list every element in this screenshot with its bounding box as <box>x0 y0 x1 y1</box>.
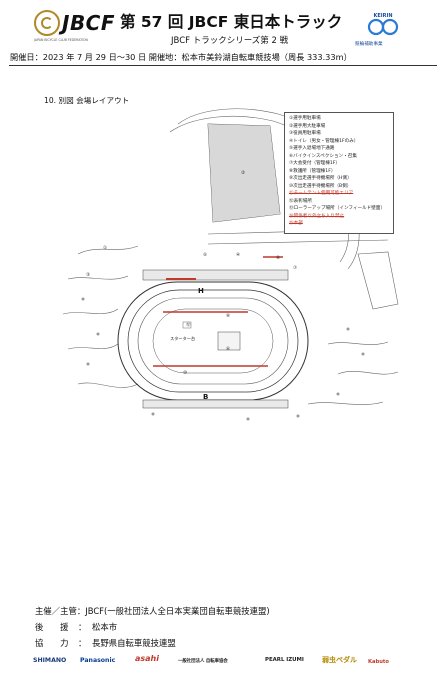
cooperation-colon: ： <box>78 638 87 648</box>
jbcf-logo-icon <box>34 10 60 36</box>
page-title: 第 57 回 JBCF 東日本トラック <box>120 13 343 31</box>
svg-text:⑫: ⑫ <box>186 321 191 328</box>
jbcf-logo-subtext: JAPAN BICYCLE CLUB FEDERATION <box>34 38 88 42</box>
legend-item: ②選手用大駐車場 <box>289 123 326 129</box>
legend-item: ⑪チームテント使用可能エリア <box>289 191 354 196</box>
cooperation-value: 長野県自転車競技連盟 <box>92 638 176 648</box>
map-legend: ①選手用駐車場 ②選手用大駐車場 ③役員用駐車場 ④トイレ（男女・管理棟1Fのみ… <box>284 112 394 234</box>
cooperation-label: 協 力 <box>35 638 69 648</box>
legend-item: ⑩次出走選手待機場所（B側） <box>289 183 352 189</box>
footer-organizer: 主催／主管：JBCF(一般社団法人全日本実業団自転車競技連盟) <box>35 605 270 617</box>
support-value: 松本市 <box>92 622 118 632</box>
keirin-logo-icon: KEIRIN <box>367 13 399 36</box>
svg-text:⑩: ⑩ <box>183 370 187 376</box>
svg-text:⑥: ⑥ <box>226 346 230 352</box>
organizer-value: JBCF(一般社団法人全日本実業団自転車競技連盟) <box>85 606 270 616</box>
sponsor-logo: asahi <box>135 654 159 663</box>
legend-item: ⑥バイクインスペクション・召集 <box>289 153 357 159</box>
sponsor-logo: Kabuto <box>368 659 389 665</box>
sponsor-logo: 一般社団法人 自転車協会 <box>178 659 228 664</box>
starter-platform-label: スターター台 <box>170 335 195 342</box>
sponsor-logo: PEARL IZUMI <box>265 657 304 663</box>
svg-text:⑧: ⑧ <box>276 255 280 261</box>
page-subtitle: JBCF トラックシリーズ第 2 戦 <box>171 36 289 46</box>
jbcf-logo-text: JBCF <box>62 11 116 35</box>
legend-item: ⑫表彰場所 <box>289 198 312 204</box>
legend-item: ⑬ローラーアップ場所（インフィールド壁面） <box>289 206 386 211</box>
legend-item: ①選手用駐車場 <box>289 116 321 121</box>
keirin-logo-text: KEIRIN <box>373 13 392 19</box>
legend-item: ⑧救護所（管理棟1F） <box>289 168 336 174</box>
back-straight-letter: B <box>203 393 208 401</box>
section-label: 10. 別図 会場レイアウト <box>44 96 130 105</box>
legend-item: ⑮本部 <box>289 221 303 226</box>
legend-item: ⑭関係者以外立ち入り禁止 <box>289 213 345 219</box>
sponsor-logo: 弱虫ペダル <box>322 656 357 664</box>
support-colon: ： <box>78 622 87 632</box>
svg-text:⑨: ⑨ <box>226 313 230 319</box>
svg-text:②: ② <box>241 170 245 176</box>
keirin-caption: 競輪補助事業 <box>355 42 383 47</box>
legend-item: ⑦大会受付（管理棟1F） <box>289 161 341 166</box>
svg-text:⑤: ⑤ <box>203 252 207 258</box>
legend-item: ④トイレ（男女・管理棟1Fのみ） <box>289 138 359 144</box>
header-divider <box>9 65 437 66</box>
organizer-label: 主催／主管： <box>35 606 86 616</box>
support-label: 後 援 <box>35 622 69 632</box>
svg-text:③: ③ <box>86 272 90 278</box>
svg-text:④: ④ <box>236 252 240 258</box>
svg-text:①: ① <box>103 245 107 251</box>
legend-item: ⑤選手入退場地下通路 <box>289 146 335 151</box>
legend-item: ③役員用駐車場 <box>289 131 321 136</box>
legend-item: ⑨次出走選手待機場所（H側） <box>289 176 352 181</box>
svg-text:⑦: ⑦ <box>293 265 297 271</box>
sponsor-logo: SHIMANO <box>33 657 67 664</box>
sponsor-logo: Panasonic <box>80 657 116 664</box>
home-straight-letter: H <box>198 287 204 295</box>
event-info: 開催日：2023 年 7 月 29 日～30 日 開催地：松本市美鈴湖自転車競技… <box>10 52 352 62</box>
